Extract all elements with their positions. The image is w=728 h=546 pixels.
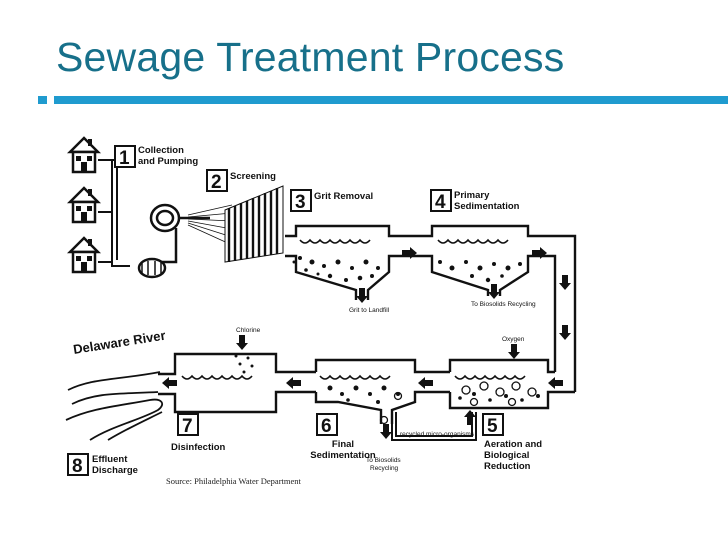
step-5-label-3: Reduction bbox=[484, 461, 531, 472]
water-wave-icon bbox=[299, 239, 371, 244]
settled-solids bbox=[292, 256, 540, 404]
arrow-icon bbox=[418, 377, 433, 389]
arrow-icon bbox=[286, 377, 301, 389]
recycled-annotation: recycled micro-organisms bbox=[400, 431, 475, 438]
step-1-label: Collection bbox=[138, 145, 184, 156]
chlorine-dots bbox=[234, 354, 254, 374]
arrow-icon bbox=[162, 377, 177, 389]
grit-annotation: Grit to Landfill bbox=[349, 307, 390, 314]
process-channel bbox=[158, 224, 577, 424]
river-label: Delaware River bbox=[72, 328, 166, 357]
arrow-icon bbox=[548, 377, 563, 389]
house-icon bbox=[68, 236, 100, 274]
step-1-label-2: and Pumping bbox=[138, 156, 198, 167]
step-5-label: Aeration and bbox=[484, 439, 542, 450]
step-number-boxes bbox=[67, 145, 504, 476]
house-icon bbox=[68, 186, 100, 224]
step-8-number: 8 bbox=[72, 456, 83, 477]
step-6-label-2: Sedimentation bbox=[310, 450, 376, 461]
step-5-number: 5 bbox=[487, 416, 498, 437]
step-6-number: 6 bbox=[321, 416, 332, 437]
step-1-number: 1 bbox=[119, 148, 130, 169]
biosolids-bottom-annotation: To Biosolids bbox=[366, 457, 401, 464]
source-credit: Source: Philadelphia Water Department bbox=[166, 476, 302, 486]
water-wave-icon bbox=[319, 375, 391, 380]
step-8-label: Effluent bbox=[92, 454, 128, 465]
arrow-icon bbox=[559, 275, 571, 290]
arrow-icon bbox=[559, 325, 571, 340]
biosolids-bottom-annotation-2: Recycling bbox=[370, 465, 399, 472]
accent-square bbox=[38, 96, 47, 104]
step-2-label: Screening bbox=[230, 171, 276, 182]
water-wave-icon bbox=[181, 375, 253, 380]
arrow-icon bbox=[380, 424, 392, 439]
river-icon bbox=[65, 371, 164, 441]
screen-bars-icon bbox=[224, 185, 284, 263]
accent-rule bbox=[54, 96, 728, 104]
step-4-label-2: Sedimentation bbox=[454, 201, 520, 212]
step-2-number: 2 bbox=[211, 172, 222, 193]
step-5-label-2: Biological bbox=[484, 450, 529, 461]
pump-icon bbox=[137, 257, 167, 279]
arrow-icon bbox=[236, 335, 248, 350]
step-4-number: 4 bbox=[435, 192, 446, 213]
step-8-label-2: Discharge bbox=[92, 465, 138, 476]
biosolids-top-annotation: To Biosolids Recycling bbox=[471, 301, 536, 308]
water-wave-icon bbox=[437, 239, 509, 244]
collection-pipes bbox=[98, 159, 130, 267]
pipe-coil-icon bbox=[149, 203, 210, 264]
arrow-icon bbox=[488, 284, 500, 299]
micro-organisms bbox=[379, 381, 537, 425]
step-7-number: 7 bbox=[182, 416, 193, 437]
step-3-number: 3 bbox=[295, 192, 306, 213]
water-wave-icon bbox=[454, 375, 526, 380]
arrow-icon bbox=[356, 288, 368, 303]
oxygen-annotation: Oxygen bbox=[502, 336, 525, 343]
page-title: Sewage Treatment Process bbox=[56, 34, 565, 80]
chlorine-annotation: Chlorine bbox=[236, 327, 261, 334]
step-4-label: Primary bbox=[454, 190, 490, 201]
arrow-icon bbox=[464, 410, 476, 425]
house-icon bbox=[68, 136, 100, 174]
step-3-label: Grit Removal bbox=[314, 191, 373, 202]
step-7-label: Disinfection bbox=[171, 442, 226, 453]
step-6-label: Final bbox=[332, 439, 354, 450]
arrow-icon bbox=[508, 344, 520, 359]
